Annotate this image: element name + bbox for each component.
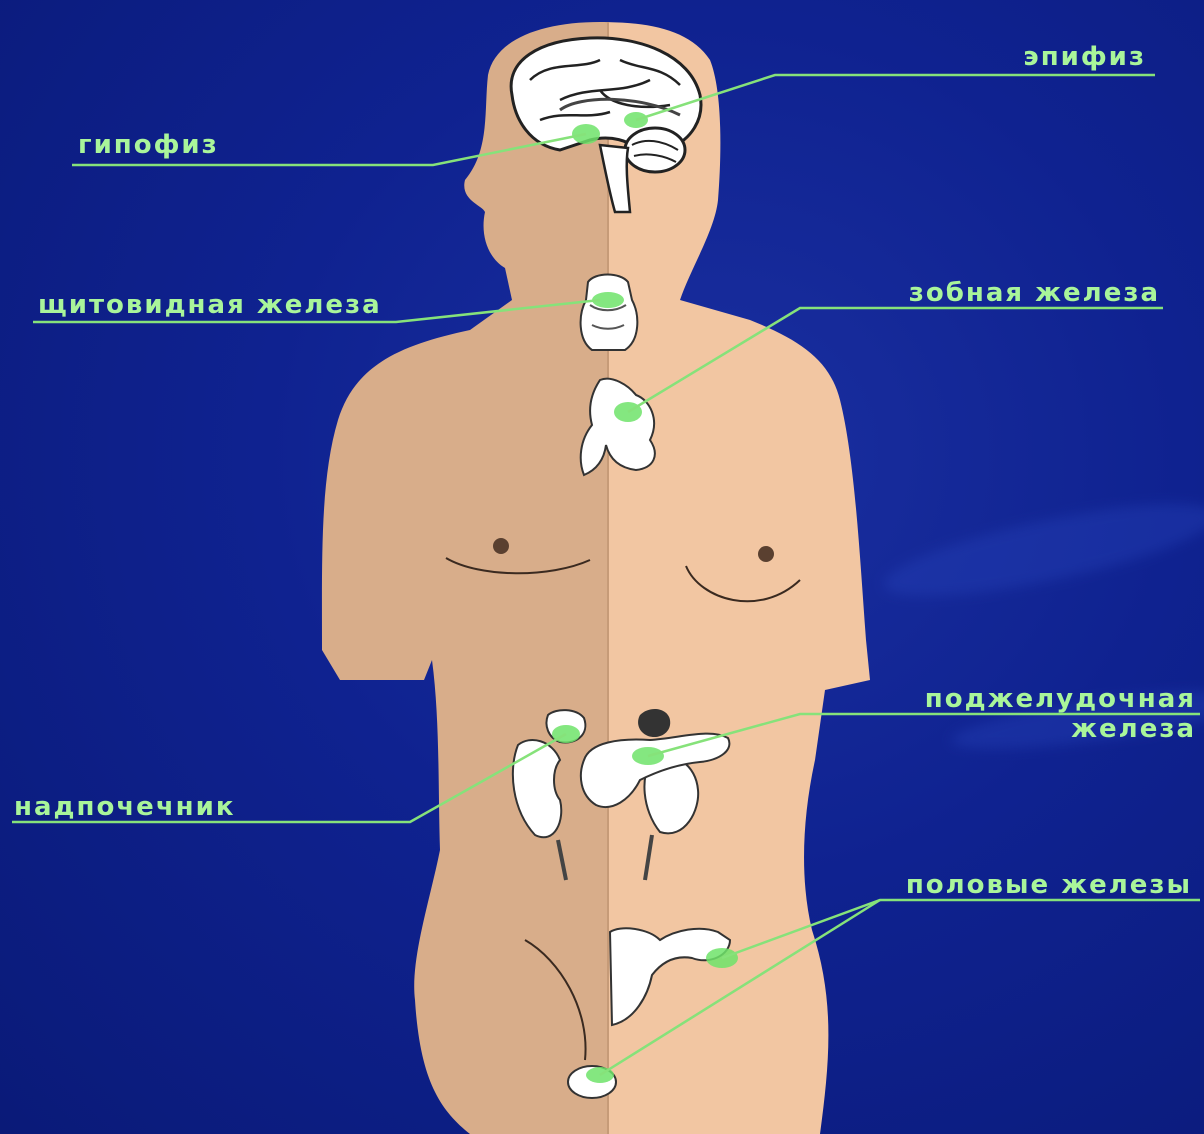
nipple-right [758,546,774,562]
label-thyroid: щитовидная железа [38,292,382,318]
label-epiphysis: эпифиз [1023,44,1146,70]
label-thymus: зобная железа [909,280,1160,306]
label-adrenal: надпочечник [14,794,236,820]
label-pancreas-line2: железа [1071,716,1196,742]
label-pituitary: гипофиз [78,132,219,158]
nipple-left [493,538,509,554]
label-pancreas-line1: поджелудочная [925,686,1196,712]
thyroid-illustration [581,275,638,351]
label-gonads: половые железы [906,872,1192,898]
